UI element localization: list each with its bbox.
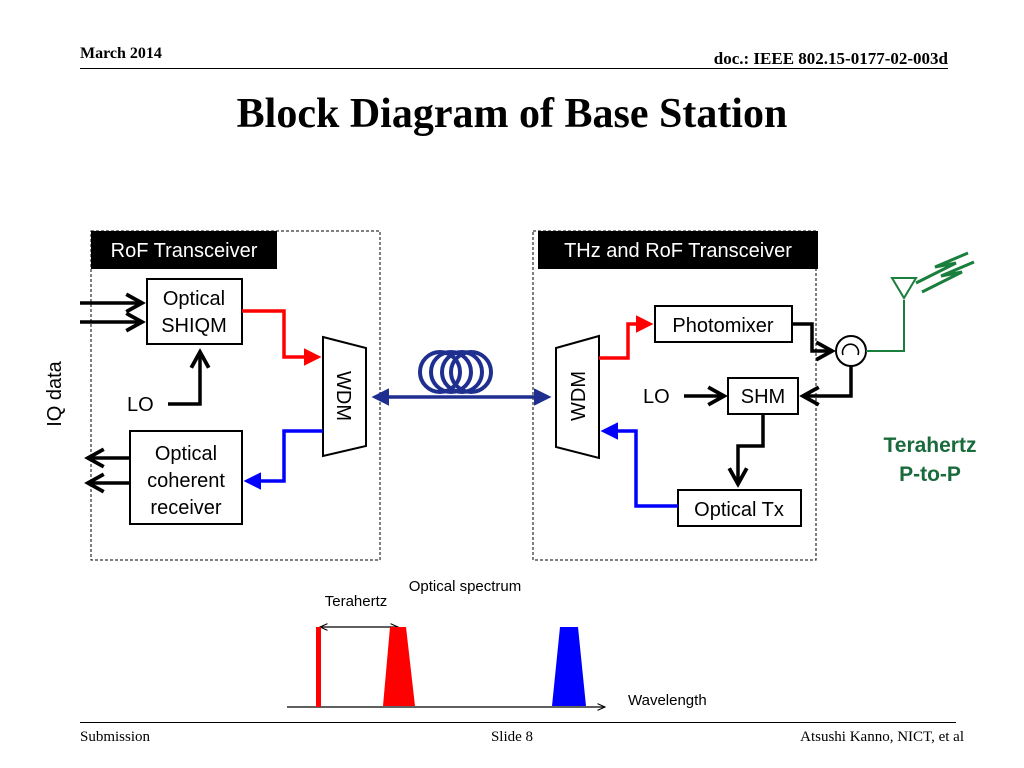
photomixer-label: Photomixer	[672, 315, 773, 337]
lo-left-arrow	[168, 352, 200, 406]
header-date: March 2014	[80, 45, 162, 62]
lo-spectral-line	[316, 627, 321, 707]
circulator-to-shm-arrow	[803, 366, 853, 396]
optical-coherent-receiver-box	[129, 430, 243, 525]
footer-slide-number: Slide 8	[490, 729, 534, 745]
circulator-rotation-icon	[841, 343, 860, 356]
receiver-line3: receiver	[150, 497, 221, 519]
footer-submission: Submission	[80, 729, 151, 745]
antenna-feed-line	[866, 300, 905, 352]
iq-data-label: IQ data	[44, 360, 66, 426]
receiver-line2: coherent	[147, 470, 225, 492]
thz-rof-transceiver-label: THz and RoF Transceiver	[564, 240, 792, 262]
thz-rof-transceiver-label-bg	[538, 231, 818, 269]
header-doc-id: doc.: IEEE 802.15-0177-02-003d	[713, 49, 948, 68]
circulator-icon	[835, 335, 867, 367]
footer-author: Atsushi Kanno, NICT, et al	[800, 729, 964, 745]
rof-transceiver-label-bg	[91, 231, 277, 269]
wdm-right	[555, 334, 600, 460]
rof-transceiver-label: RoF Transceiver	[111, 240, 258, 262]
spectrum-gap-label: Terahertz	[325, 593, 388, 610]
terahertz-label-line1: Terahertz	[884, 434, 977, 457]
optical-spectrum-title: Optical spectrum	[409, 578, 522, 595]
shm-label: SHM	[741, 386, 785, 408]
red-spectral-peak	[383, 627, 415, 706]
wdm-right-label: WDM	[568, 371, 590, 421]
red-path-right	[599, 315, 654, 360]
optical-shiqm-line2: SHIQM	[161, 315, 227, 337]
wavelength-label: Wavelength	[628, 692, 707, 709]
rof-transceiver-panel	[90, 230, 381, 561]
shm-to-optical-tx-arrow	[738, 414, 765, 484]
photomixer-box	[654, 305, 793, 343]
slide-title: Block Diagram of Base Station	[236, 91, 788, 137]
terahertz-label-line2: P-to-P	[899, 463, 961, 486]
wdm-left	[322, 335, 367, 458]
antenna-icon	[890, 277, 918, 300]
red-path-left	[242, 309, 322, 366]
optical-tx-box	[677, 489, 802, 527]
lo-left-label: LO	[127, 394, 154, 416]
optical-tx-label: Optical Tx	[694, 499, 784, 521]
footer-divider	[80, 722, 956, 723]
blue-path-right	[600, 422, 678, 508]
signal-bolt-icon	[915, 251, 975, 294]
photomixer-to-circulator-arrow	[792, 322, 832, 351]
optical-shiqm-box	[146, 278, 243, 345]
optical-shiqm-line1: Optical	[163, 288, 225, 310]
lo-right-label: LO	[643, 386, 670, 408]
shm-box	[727, 377, 799, 415]
wdm-left-label: WDM	[332, 371, 354, 421]
blue-path-left	[243, 429, 323, 490]
fiber-coil-icon	[418, 350, 493, 394]
blue-spectral-peak	[552, 627, 586, 706]
receiver-line1: Optical	[155, 443, 217, 465]
header-divider	[80, 68, 948, 69]
